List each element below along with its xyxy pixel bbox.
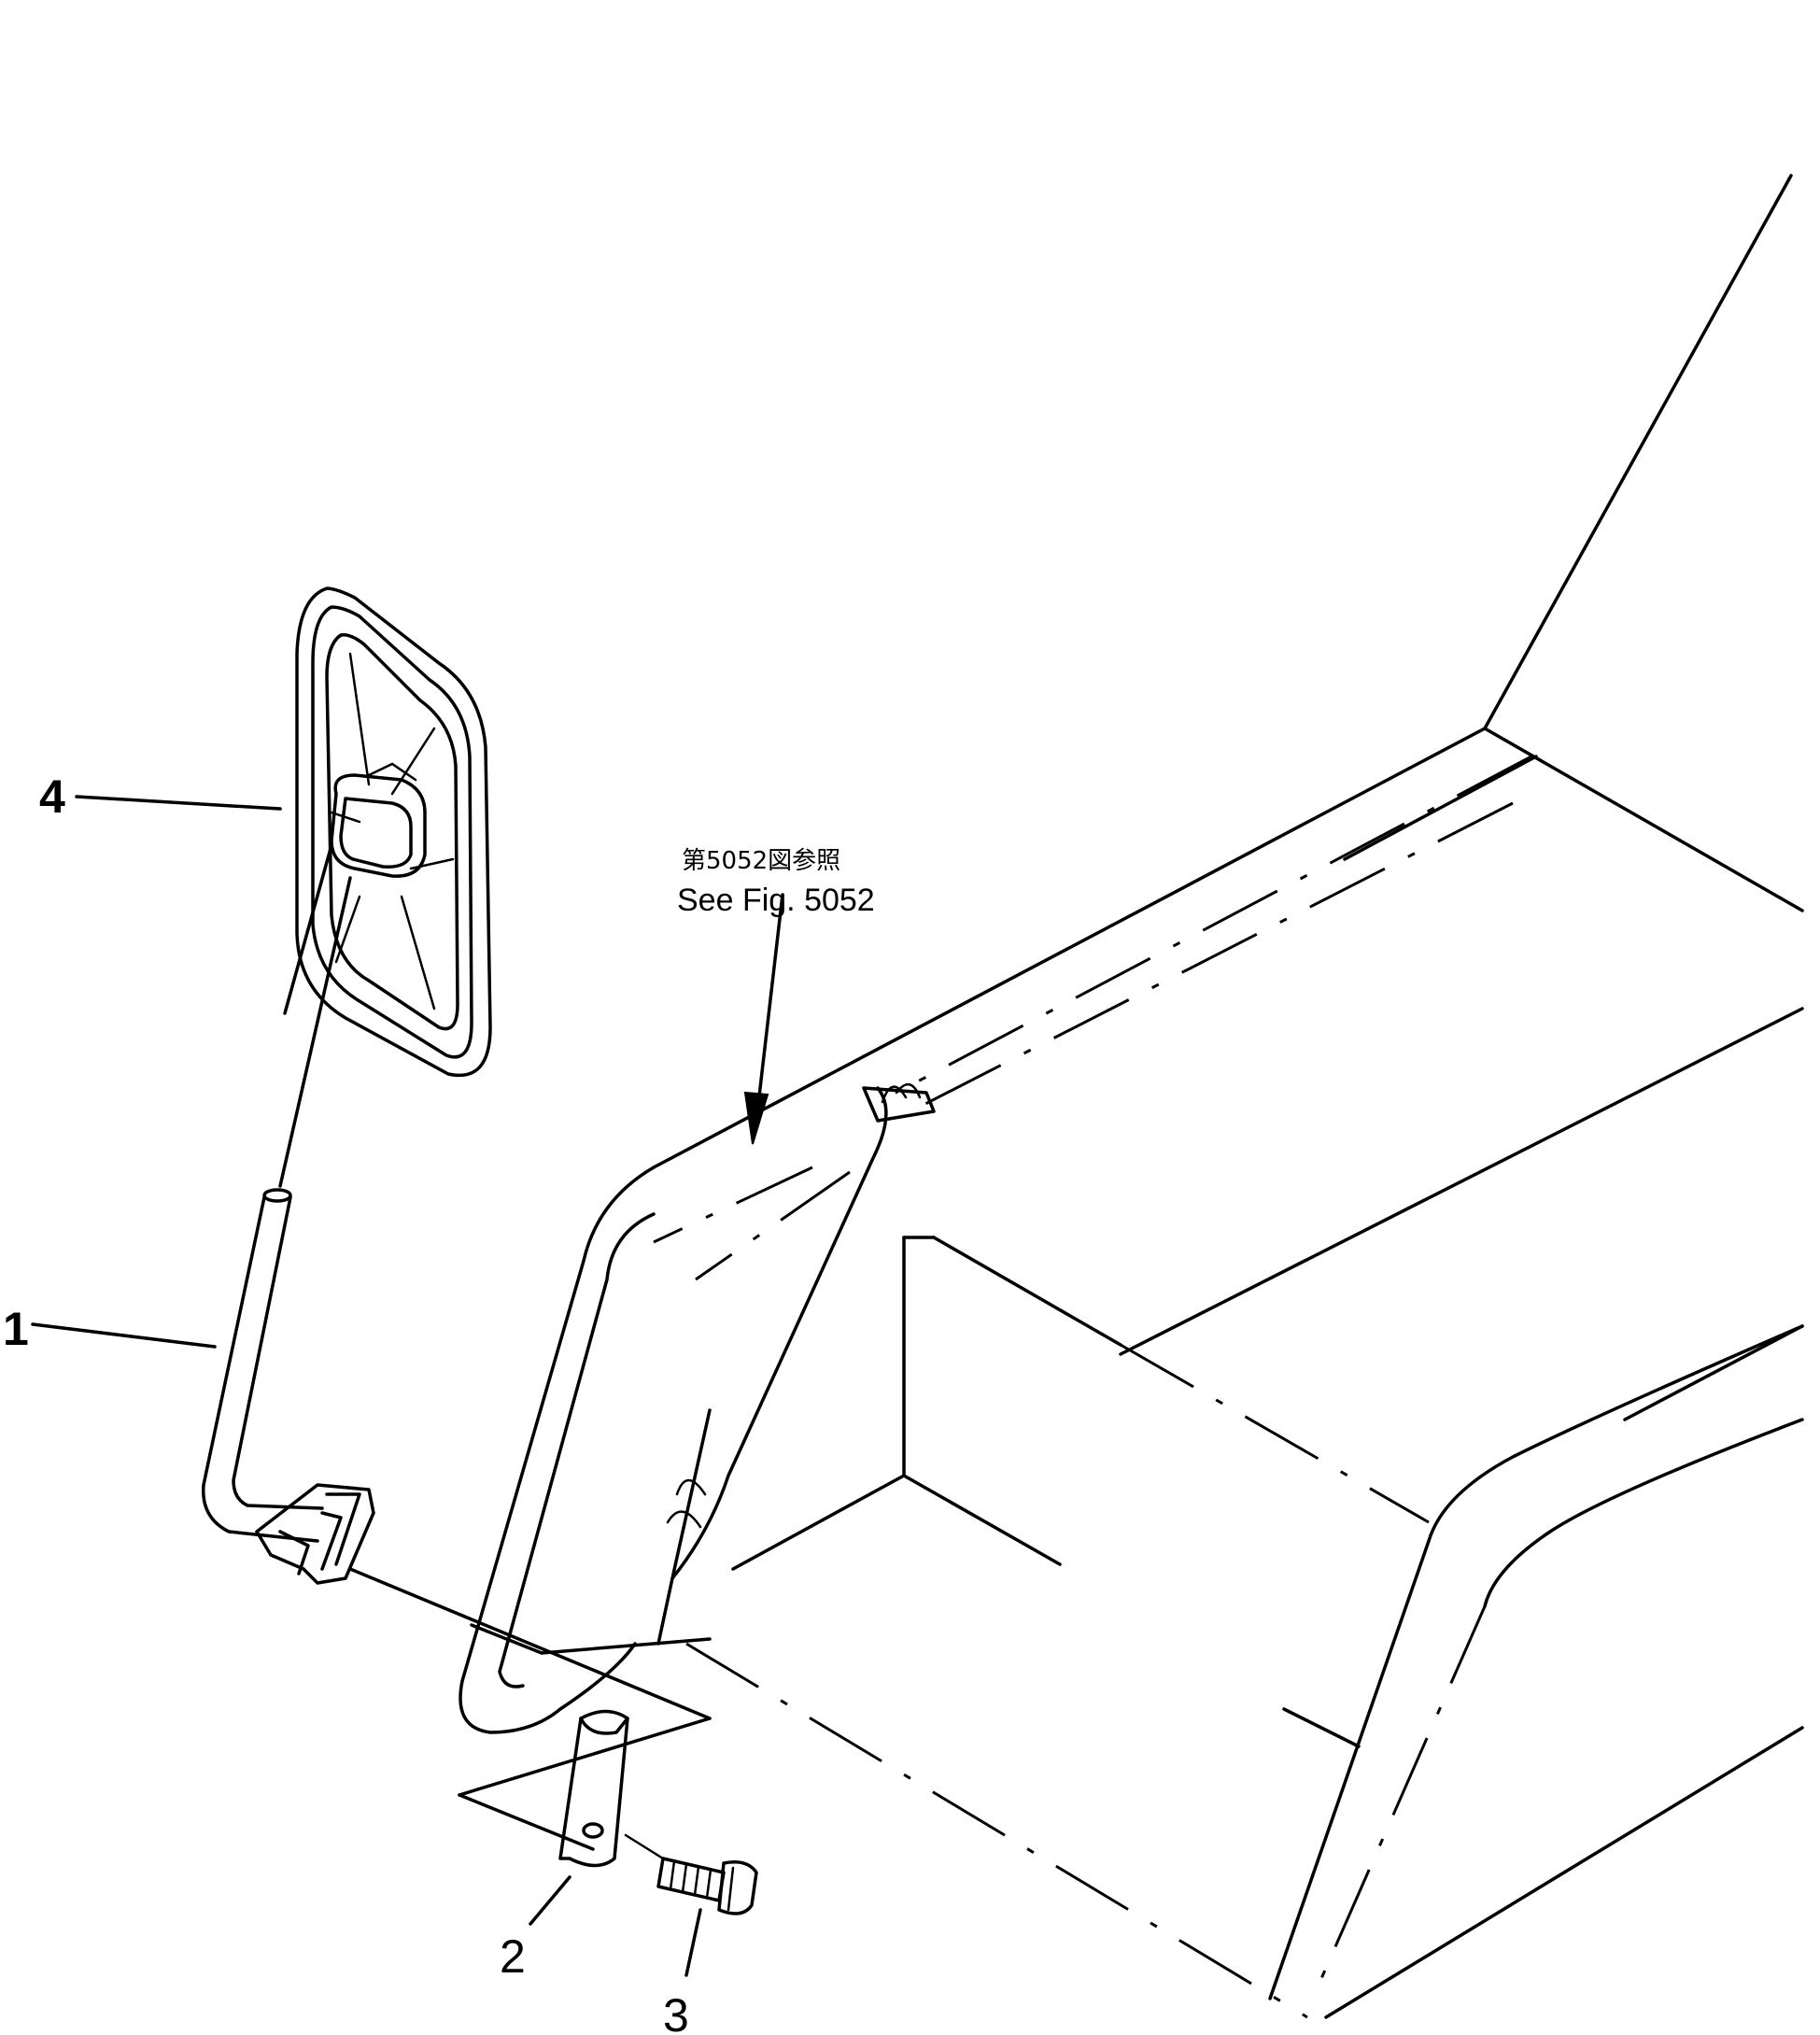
mounting-plate	[348, 1567, 712, 1851]
leader-line-4	[75, 795, 282, 811]
bolt	[624, 1833, 758, 1915]
reference-note-english: See Fig. 5052	[677, 883, 875, 918]
leader-line-2	[529, 1875, 571, 1926]
reference-note-japanese: 第5052図参照	[682, 847, 840, 875]
mirror	[278, 586, 492, 1188]
stay-rod	[201, 1188, 375, 1585]
leader-line-1	[31, 1322, 217, 1349]
callout-1: 1	[3, 1303, 29, 1355]
callout-4: 4	[39, 770, 65, 823]
machine-body	[459, 174, 1804, 2019]
callout-3: 3	[663, 1989, 689, 2035]
leader-line-3	[684, 1908, 702, 1977]
clamp	[558, 1709, 629, 1868]
reference-arrow	[743, 893, 784, 1145]
reference-marker	[666, 1083, 936, 1529]
callout-2: 2	[500, 1930, 526, 1983]
